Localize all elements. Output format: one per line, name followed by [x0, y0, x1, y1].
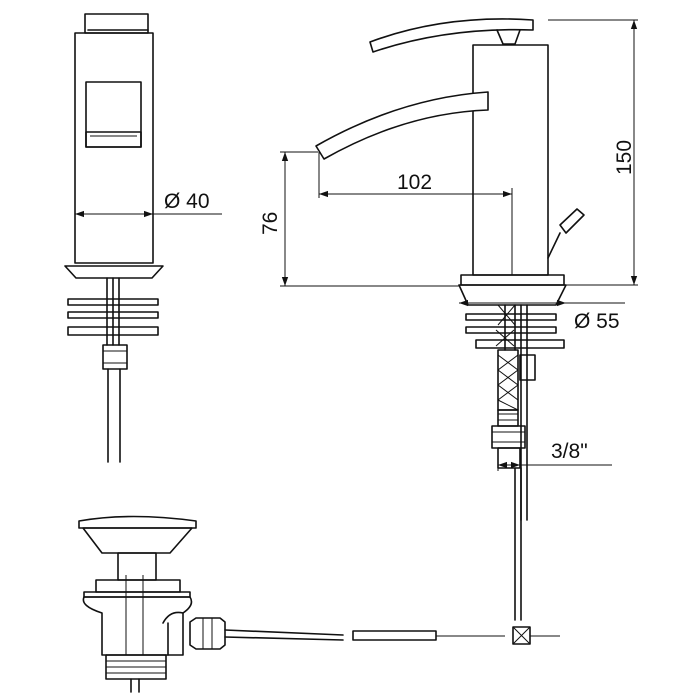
dimension-diameter-40: Ø 40	[75, 190, 222, 218]
dim-label-diameter-40: Ø 40	[164, 190, 210, 213]
dim-label-connection-3-8: 3/8"	[551, 440, 588, 463]
dim-label-reach-102: 102	[397, 171, 432, 194]
dim-label-diameter-55: Ø 55	[574, 310, 620, 333]
dimension-connection-3-8: 3/8"	[497, 440, 612, 471]
dim-label-height-150: 150	[613, 140, 636, 175]
side-view	[315, 18, 585, 621]
dimension-height-150: 150	[548, 19, 638, 286]
pop-up-waste	[78, 515, 560, 693]
dimension-diameter-55: Ø 55	[459, 299, 625, 333]
front-view	[64, 13, 164, 463]
dim-label-height-76: 76	[259, 212, 282, 235]
dimension-reach-102: 102	[318, 152, 513, 275]
dimension-height-76: 76	[259, 151, 460, 287]
